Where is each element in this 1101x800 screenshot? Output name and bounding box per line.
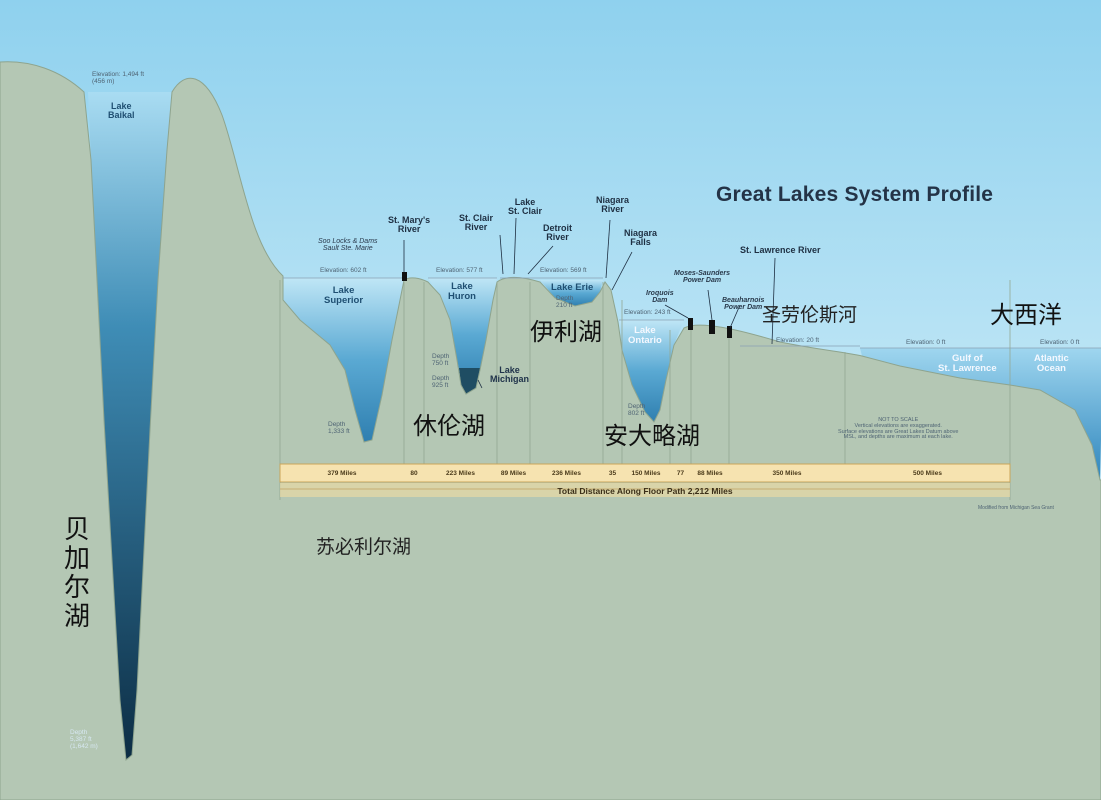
superior-depth: Depth 1,333 ft <box>328 421 350 435</box>
gulf-ocean-water <box>860 348 1101 480</box>
st-lawrence-elevation: Elevation: 20 ft <box>776 337 819 344</box>
erie-elevation: Elevation: 569 ft <box>540 267 587 274</box>
lake-huron-label: Lake Huron <box>448 281 476 302</box>
baikal-depth: Depth 5,387 ft (1,642 m) <box>70 729 98 750</box>
distance-segment: 88 Miles <box>697 469 723 477</box>
lake-erie-water <box>540 280 603 306</box>
moses-saunders-dam <box>709 320 715 334</box>
distance-segment: 350 Miles <box>772 469 802 477</box>
lake-superior-label: Lake Superior <box>324 285 364 306</box>
michigan-depth: Depth 750 ft <box>432 353 450 367</box>
pointer-lines <box>403 217 776 389</box>
segment-guides <box>279 280 1011 500</box>
niagara-falls-label: Niagara Falls <box>624 228 658 248</box>
ground-profile <box>0 61 1101 800</box>
lake-ontario-water <box>619 320 684 422</box>
distance-segment: 80 <box>410 469 418 477</box>
atlantic-zh-label: 大西洋 <box>990 302 1062 329</box>
distance-segment: 150 Miles <box>631 469 661 477</box>
distance-segment: 89 Miles <box>500 469 527 477</box>
st-marys-river-label: St. Mary's River <box>388 215 431 235</box>
lake-baikal-water <box>88 92 172 760</box>
lake-michigan-label: Lake Michigan <box>490 365 530 385</box>
baikal-elevation: Elevation: 1,494 ft (456 m) <box>92 71 145 85</box>
ontario-elevation: Elevation: 243 ft <box>624 309 671 316</box>
st-lawrence-zh-label: 圣劳伦斯河 <box>762 305 858 326</box>
soo-locks-label: Soo Locks & Dams Sault Ste. Marie <box>318 238 378 253</box>
superior-zh-label: 苏必利尔湖 <box>316 537 412 558</box>
lake-ontario-label: Lake Ontario <box>628 325 662 346</box>
atlantic-elevation: Elevation: 0 ft <box>1040 339 1080 346</box>
huron-elevation: Elevation: 577 ft <box>436 267 483 274</box>
iroquois-dam-label: Iroquois Dam <box>646 290 674 305</box>
distance-segment: 500 Miles <box>913 469 942 477</box>
iroquois-dam <box>688 318 693 330</box>
elevation-guides <box>283 277 1101 349</box>
st-lawrence-river-label: St. Lawrence River <box>740 245 821 255</box>
detroit-river-label: Detroit River <box>543 223 572 243</box>
distance-segment: 77 <box>676 469 685 477</box>
total-distance-label: Total Distance Along Floor Path 2,212 Mi… <box>557 486 733 496</box>
gulf-st-lawrence-label: Gulf of St. Lawrence <box>938 353 997 374</box>
st-clair-river-label: St. Clair River <box>459 213 494 233</box>
beauharnois-label: Beauharnois Power Dam <box>722 297 765 312</box>
atlantic-ocean-label: Atlantic Ocean <box>1034 353 1069 374</box>
lake-superior-water <box>283 278 404 442</box>
distance-segment: 35 <box>608 469 617 477</box>
beauharnois-dam <box>727 326 732 338</box>
lake-erie-label: Lake Erie <box>551 282 594 293</box>
superior-elevation: Elevation: 602 ft <box>320 267 367 274</box>
lake-st-clair-label: Lake St. Clair <box>508 197 543 217</box>
huron-zh-label: 休伦湖 <box>413 413 485 440</box>
ontario-depth: Depth 802 ft <box>628 403 646 417</box>
baikal-zh-label: 贝加尔湖 <box>63 514 90 632</box>
niagara-river-label: Niagara River <box>596 195 630 215</box>
erie-zh-label: 伊利湖 <box>530 319 602 346</box>
total-distance-band <box>280 483 1010 497</box>
moses-saunders-label: Moses-Saunders Power Dam <box>674 270 731 285</box>
distance-bar <box>279 463 1011 483</box>
distance-segment: 223 Miles <box>446 469 475 477</box>
distance-segment: 379 Miles <box>327 469 357 477</box>
lake-huron-water <box>428 278 497 392</box>
ontario-zh-label: 安大略湖 <box>604 423 700 450</box>
soo-locks-dam <box>402 272 407 281</box>
baikal-name: Lake Baikal <box>108 101 135 121</box>
distance-segment: 236 Miles <box>552 469 581 477</box>
lake-michigan-water <box>459 368 480 394</box>
gulf-elevation: Elevation: 0 ft <box>906 339 946 346</box>
source-credit: Modified from Michigan Sea Grant <box>978 505 1054 511</box>
huron-depth: Depth 925 ft <box>432 375 450 389</box>
scale-note: NOT TO SCALE Vertical elevations are exa… <box>838 417 959 441</box>
erie-depth: Depth 210 ft <box>556 295 574 309</box>
diagram-title: Great Lakes System Profile <box>716 183 994 206</box>
